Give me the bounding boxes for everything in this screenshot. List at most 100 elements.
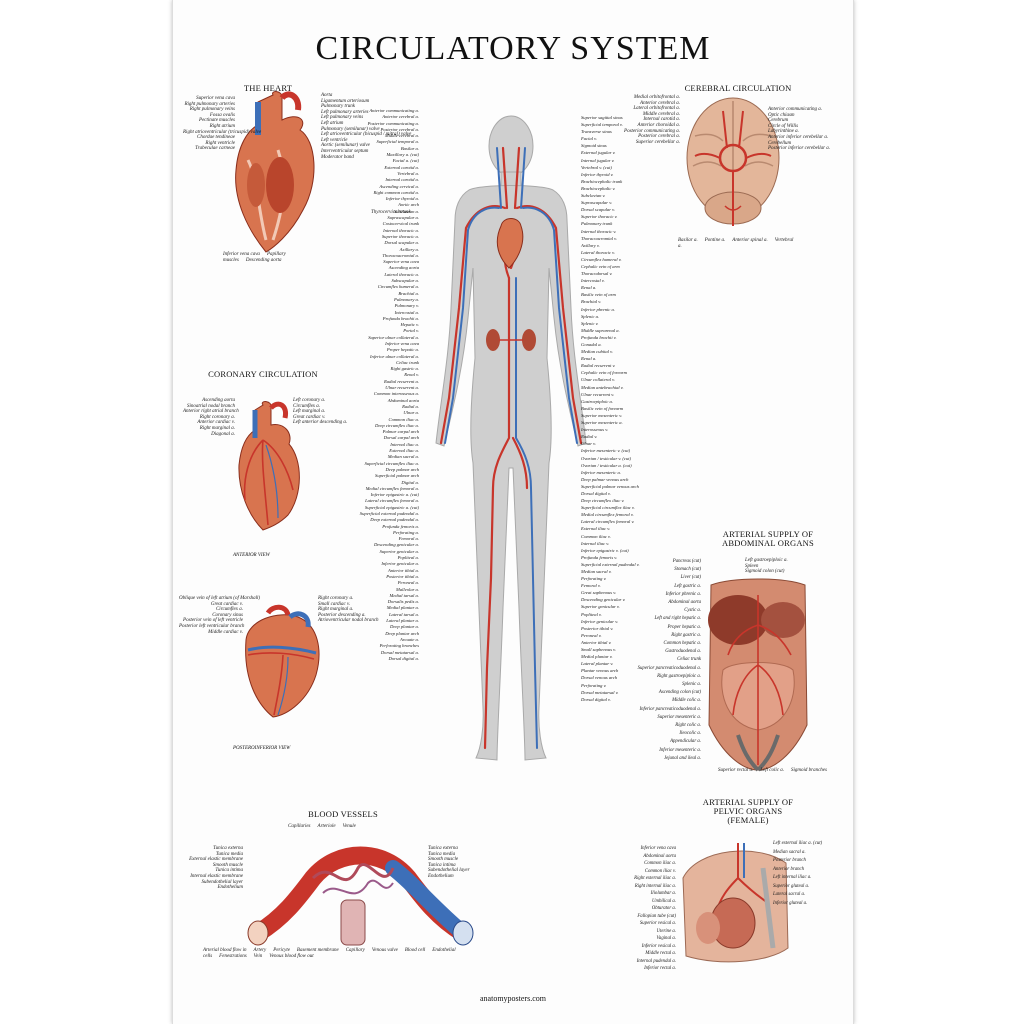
abdominal-section-title: ARTERIAL SUPPLY OF ABDOMINAL ORGANS xyxy=(693,530,843,548)
anatomy-label: Common hepatic a. xyxy=(663,641,701,647)
anatomy-label: Superior genicular a. xyxy=(379,548,419,554)
anatomy-label: Posterior vein of left ventricle xyxy=(183,618,243,624)
anatomy-label: Facial a. (cut) xyxy=(392,158,419,164)
anatomy-label: Great cardiac v. xyxy=(293,414,326,420)
anatomy-label: Anterior inferior cerebellar a. xyxy=(768,134,829,140)
anatomy-label: Superficial external pudendal v. xyxy=(581,561,640,567)
anatomy-label: Renal a. xyxy=(581,285,597,291)
anatomy-label: Pulmonary a. xyxy=(393,296,419,302)
anatomy-label: Ascending colon (cut) xyxy=(658,690,701,696)
anatomy-label: Deep plantar a. xyxy=(390,624,419,630)
anatomy-label: Left and right hepatic a. xyxy=(654,616,701,622)
anatomy-label: Circumflex a. xyxy=(215,607,243,613)
anatomy-label: Axillary v. xyxy=(581,242,600,248)
anatomy-label: Spleen xyxy=(745,563,759,569)
anatomy-label: Left internal iliac a. xyxy=(773,875,812,880)
anatomy-label: Internal thoracic v. xyxy=(581,228,617,234)
anatomy-label: Lateral circumflex femoral v. xyxy=(581,519,635,525)
anatomy-label: Common iliac v. xyxy=(581,533,611,539)
anatomy-label: External iliac a. xyxy=(389,448,419,454)
anatomy-label: Deep circumflex iliac v. xyxy=(581,498,625,504)
anterior-view-caption: ANTERIOR VIEW xyxy=(233,553,270,558)
anatomy-label: Inferior mesenteric a. xyxy=(659,747,701,753)
anatomy-label: Middle cerebral a. xyxy=(384,133,419,139)
anatomy-label: Ulnar a. xyxy=(403,410,419,416)
anatomy-label: Proper hepatic a. xyxy=(386,347,419,353)
anatomy-label: Inferior epigastric a. (cut) xyxy=(370,492,419,498)
anatomy-label: Superior mesenteric v. xyxy=(581,412,623,418)
anatomy-label: Sinoatrial nodal branch xyxy=(186,403,235,409)
anatomy-label: Profunda femoris a. xyxy=(382,523,419,529)
anatomy-label: Medial circumflex femoral a. xyxy=(365,485,419,491)
anatomy-label: Right gastric a. xyxy=(671,632,701,638)
anatomy-label: Ovarian / testicular v. (cut) xyxy=(581,455,632,461)
anatomy-label: Anterior tibial a. xyxy=(387,567,419,573)
posterior-left-labels: Oblique vein of left atrium (of Marshall… xyxy=(179,596,260,635)
anatomy-label: Subendothelial layer xyxy=(428,868,470,874)
anatomy-label: Perforating v. xyxy=(581,682,607,688)
anatomy-label: Inferior rectal a. xyxy=(644,966,676,971)
anatomy-label: Inferior vena cava xyxy=(385,340,419,346)
anatomy-label: Portal v. xyxy=(403,328,419,334)
anatomy-label: Deep external pudendal a. xyxy=(370,517,419,523)
anatomy-label: Fallopian tube (cut) xyxy=(637,913,676,919)
anatomy-label: Sigmoid colon (cut) xyxy=(745,569,785,575)
anatomy-label: Cerebrum xyxy=(768,118,789,124)
anatomy-label: Pulmonary v. xyxy=(394,303,419,309)
anatomy-label: Posterior cerebral a. xyxy=(380,126,420,132)
anatomy-label: Superior vesical a. xyxy=(639,921,676,926)
anatomy-label: Basilic vein of forearm xyxy=(581,405,624,411)
anatomy-label: Superior ulnar collateral a. xyxy=(368,334,419,340)
posteroinferior-view-caption: POSTEROINFERIOR VIEW xyxy=(233,746,291,751)
anatomy-label: Middle colic a. xyxy=(672,698,701,704)
anatomy-label: Blood cell xyxy=(404,948,426,953)
abdominal-left-labels: Pancreas (cut)Stomach (cut)Liver (cut)Le… xyxy=(613,558,701,763)
anatomy-label: Obturator a. xyxy=(651,906,676,911)
anatomy-label: Fossa ovalis xyxy=(209,112,235,118)
anatomy-label: Superficial palmar venous arch xyxy=(581,483,639,489)
anatomy-label: Basement membrane xyxy=(296,948,339,953)
pelvic-title-line2: PELVIC ORGANS xyxy=(713,806,783,816)
anatomy-label: Lateral plantar v. xyxy=(581,661,614,667)
anatomy-label: Dorsal metatarsal a. xyxy=(380,649,419,655)
anatomy-label: Vertebral v. (cut) xyxy=(581,164,612,170)
anatomy-label: Common iliac a. xyxy=(644,861,676,866)
anatomy-label: Proper hepatic a. xyxy=(667,624,701,630)
anatomy-label: Costocervical trunk xyxy=(382,221,419,227)
anatomy-label: Subendothelial layer xyxy=(201,879,243,885)
pelvic-title-line3: (FEMALE) xyxy=(727,815,769,825)
pelvic-right-labels: Left external iliac a. (cut)Median sacra… xyxy=(773,840,845,908)
poster-sheet: CIRCULATORY SYSTEM THE HEART CEREBRAL CI… xyxy=(172,0,854,1024)
anatomy-label: Lateral circumflex femoral a. xyxy=(365,498,419,504)
footer-credit: anatomyposters.com xyxy=(480,994,546,1003)
anatomy-label: Facial v. xyxy=(581,136,597,142)
abdominal-title-line2: ABDOMINAL ORGANS xyxy=(722,538,814,548)
anatomy-label: Splenic a. xyxy=(581,313,600,319)
anatomy-label: Inferior mesenteric a. xyxy=(581,469,621,475)
anatomy-label: Dorsal scapular v. xyxy=(581,207,615,213)
anatomy-label: Cephalic vein of forearm xyxy=(581,370,627,376)
anatomy-label: Median cubital v. xyxy=(581,349,613,355)
anatomy-label: Dorsal metatarsal v. xyxy=(581,689,619,695)
anatomy-label: Brachial v. xyxy=(581,299,602,305)
anatomy-label: Venule xyxy=(342,824,356,829)
anatomy-label: Superior cerebellar a. xyxy=(635,139,680,145)
anatomy-label: Common interosseous a. xyxy=(373,391,419,397)
anatomy-label: Gastroepiploic a. xyxy=(581,398,613,404)
anatomy-label: Femoral v. xyxy=(581,583,601,589)
anatomy-label: Right coronary a. xyxy=(318,596,354,601)
anatomy-label: Inferior ulnar collateral a. xyxy=(370,353,419,359)
anatomy-label: Superior sagittal sinus xyxy=(581,115,623,120)
anatomy-label: Middle suprarenal a. xyxy=(581,327,620,333)
anatomy-label: Circumflex a. xyxy=(293,403,321,409)
anatomy-label: Sigmoid branches xyxy=(790,768,827,773)
anatomy-label: Ascending aorta xyxy=(388,265,419,271)
anatomy-label: Axillary a. xyxy=(399,246,419,252)
anatomy-label: Right ventricle xyxy=(205,140,235,146)
anatomy-label: Tunica externa xyxy=(213,846,243,851)
anatomy-label: External iliac v. xyxy=(581,526,611,532)
anatomy-label: Abdominal aorta xyxy=(668,600,701,606)
anatomy-label: Posterior tibial a. xyxy=(386,573,419,579)
